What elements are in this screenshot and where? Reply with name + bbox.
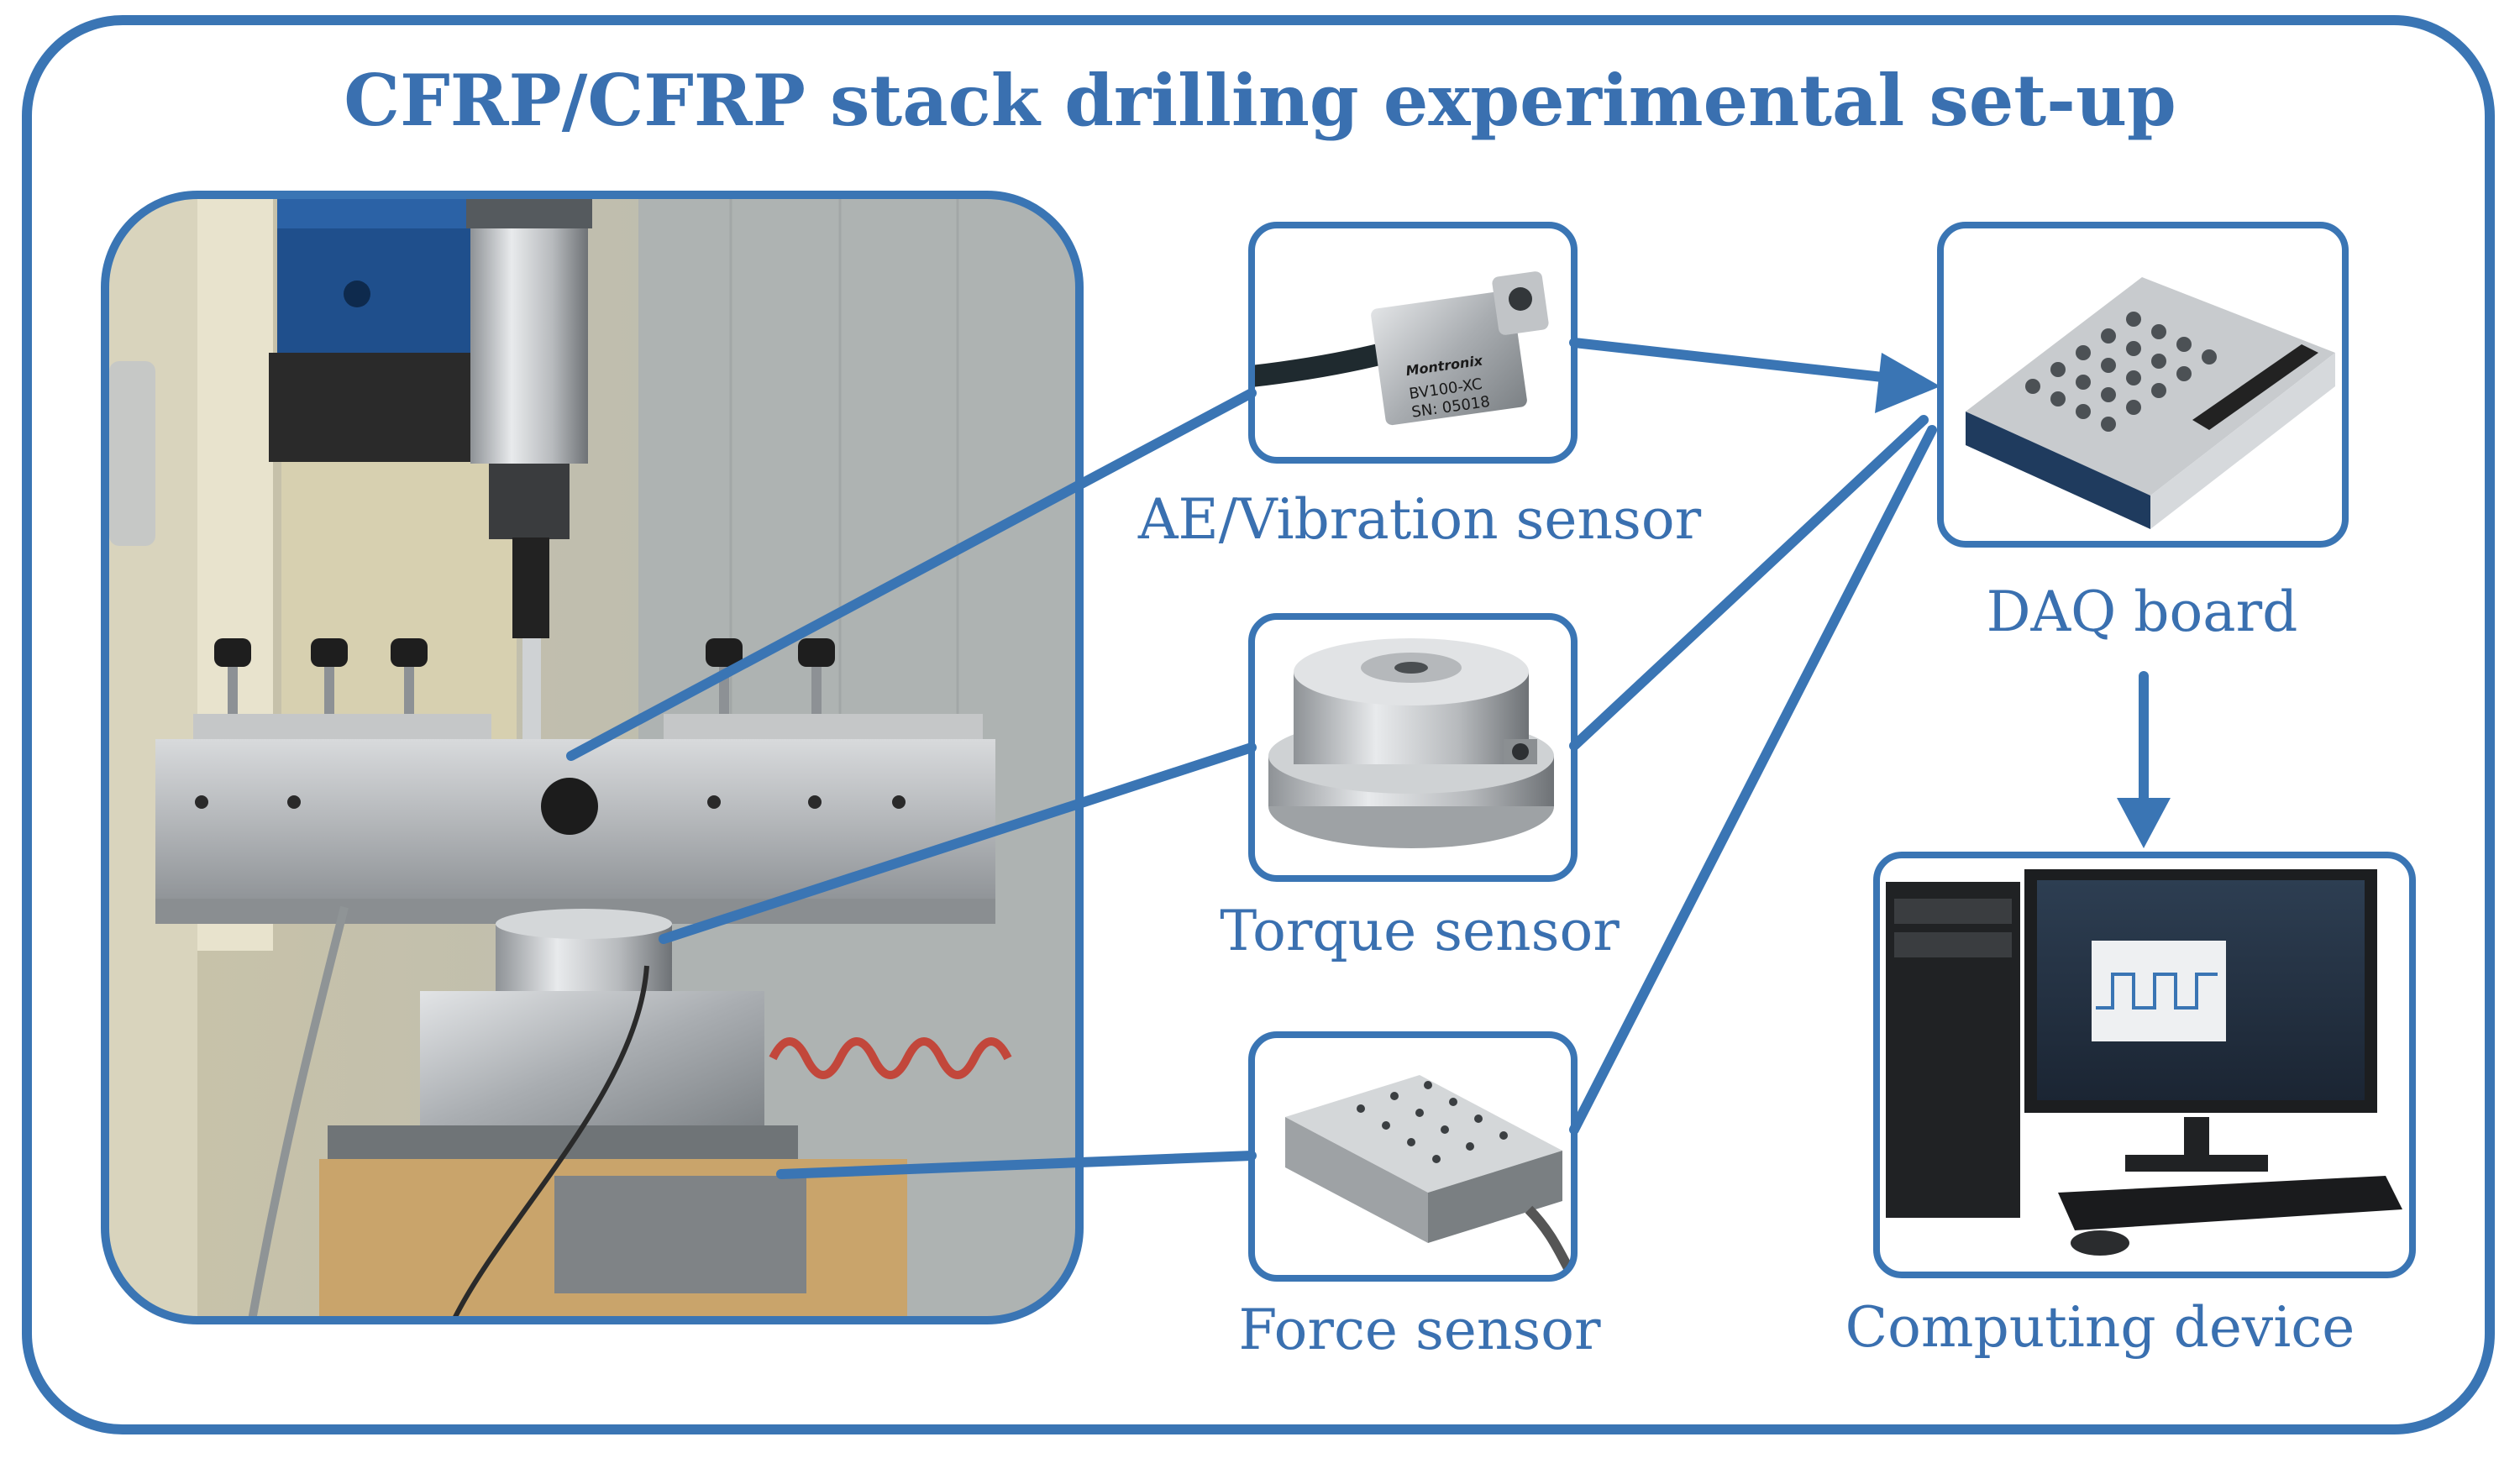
computing-device-frame bbox=[1873, 852, 2416, 1278]
diagram-title: CFRP/CFRP stack drilling experimental se… bbox=[344, 59, 2176, 142]
connector-photo-to-torque bbox=[659, 742, 1257, 944]
connector-ae-to-daq bbox=[1569, 338, 1895, 383]
connector-force-to-daq bbox=[1569, 425, 1937, 1135]
label-torque-sensor: Torque sensor bbox=[1220, 899, 1620, 963]
daq-board-frame bbox=[1937, 222, 2349, 548]
label-computing-device: Computing device bbox=[1845, 1295, 2355, 1360]
daq-board-image bbox=[1940, 225, 2345, 544]
connector-photo-to-force bbox=[776, 1151, 1257, 1179]
photo-frame bbox=[101, 191, 1084, 1324]
computing-device-image bbox=[1877, 855, 2412, 1275]
force-sensor-image bbox=[1252, 1035, 1574, 1278]
ae-vibration-sensor-image: Montronix BV100-XC SN: 05018 bbox=[1252, 225, 1574, 460]
arrowhead-to-computer bbox=[2117, 798, 2171, 848]
connector-lines bbox=[566, 338, 2149, 1179]
arrowhead-to-daq bbox=[1875, 353, 1940, 413]
drilling-setup-photo bbox=[105, 195, 1079, 1320]
label-force-sensor: Force sensor bbox=[1238, 1298, 1601, 1362]
connector-photo-to-ae bbox=[566, 388, 1257, 761]
label-ae-vibration-sensor: AE/Vibration sensor bbox=[1137, 487, 1702, 552]
connector-torque-to-daq bbox=[1569, 415, 1929, 751]
torque-sensor-image bbox=[1252, 616, 1574, 878]
outer-frame bbox=[22, 15, 2495, 1434]
label-daq-board: DAQ board bbox=[1986, 580, 2298, 644]
